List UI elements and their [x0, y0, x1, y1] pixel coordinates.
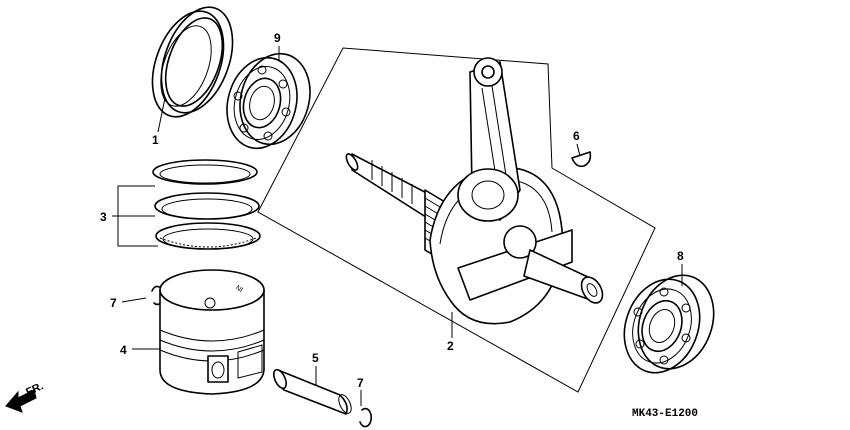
callout-7-lower: 7 — [357, 376, 364, 390]
callout-9: 9 — [274, 31, 281, 45]
piston-stamp: NI — [234, 284, 244, 294]
woodruff-key — [571, 151, 592, 168]
callout-6: 6 — [573, 129, 580, 143]
callout-2: 2 — [447, 339, 454, 353]
piston-pin — [273, 368, 352, 415]
callout-7-upper: 7 — [110, 296, 117, 310]
leader-lines — [112, 46, 683, 406]
callout-1: 1 — [152, 133, 159, 147]
callout-5: 5 — [312, 351, 319, 365]
callout-3: 3 — [100, 210, 107, 224]
direction-label: FR. — [24, 380, 45, 398]
callout-8: 8 — [677, 249, 684, 263]
piston-ring-set — [152, 159, 261, 250]
front-direction-arrow: FR. — [5, 380, 45, 413]
bearing-right — [623, 274, 715, 374]
assembly-frame — [257, 47, 656, 393]
diagram-code: MK43-E1200 — [632, 408, 698, 420]
piston: NI — [159, 269, 265, 395]
callout-4: 4 — [120, 343, 127, 357]
piston-pin-clip-lower — [359, 407, 373, 428]
oil-seal — [151, 6, 234, 118]
callouts: 1 9 6 3 2 8 7 4 5 7 — [100, 31, 684, 390]
bearing-top — [226, 52, 311, 150]
crankshaft-assembly — [345, 57, 604, 325]
